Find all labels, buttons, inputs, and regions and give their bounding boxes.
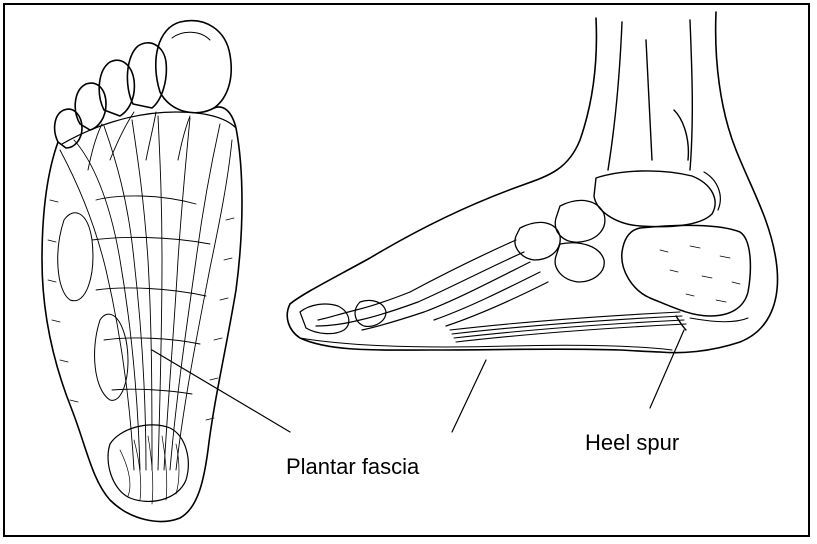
leader-line-heel-spur	[650, 330, 684, 408]
midfoot-bones	[515, 200, 605, 282]
label-heel-spur: Heel spur	[585, 432, 679, 454]
leg-outline-front	[290, 18, 596, 304]
sole-outline-side	[287, 304, 660, 352]
leader-line-plantar-fascia-side	[452, 360, 486, 432]
label-plantar-fascia: Plantar fascia	[286, 456, 419, 478]
toes-outline	[55, 21, 232, 148]
calcaneus	[622, 225, 751, 316]
heel-spur	[676, 316, 686, 330]
toe-phalanges	[300, 292, 424, 334]
sole-outline	[42, 107, 242, 521]
foot-side-view	[287, 12, 777, 353]
leg-bones	[608, 20, 692, 170]
metatarsals	[410, 240, 548, 326]
leg-outline-back	[660, 12, 778, 353]
foot-bottom-view	[42, 21, 242, 522]
plantar-fascia-band-side	[450, 312, 686, 342]
